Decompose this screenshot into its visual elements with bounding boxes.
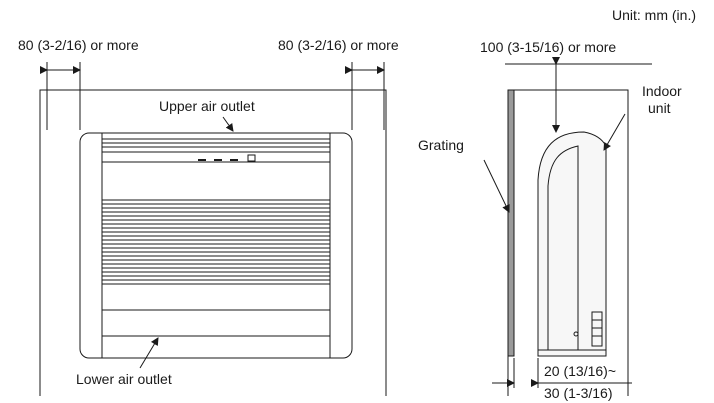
upper-outlet-louvres xyxy=(102,138,330,148)
front-unit-body xyxy=(79,132,353,359)
indoor-unit-label-line1: Indoor xyxy=(642,83,682,99)
front-grille-louvres xyxy=(102,199,330,285)
right-clearance-label: 80 (3-2/16) or more xyxy=(278,37,399,53)
lower-outlet-label: Lower air outlet xyxy=(76,371,172,387)
lower-outlet-leader xyxy=(139,337,159,369)
grating-leader xyxy=(483,159,510,213)
upper-outlet-leader xyxy=(222,116,234,132)
left-clearance-dimension xyxy=(40,62,81,130)
bottom-clearance-label-line2: 30 (1-3/16) xyxy=(544,385,612,401)
left-clearance-label: 80 (3-2/16) or more xyxy=(18,37,139,53)
unit-label: Unit: mm (in.) xyxy=(612,7,696,23)
bottom-clearance-dimension xyxy=(492,358,632,388)
bottom-clearance-label-line1: 20 (13/16)~ xyxy=(544,363,616,379)
front-view xyxy=(39,62,387,396)
side-front-panel-curve xyxy=(547,145,579,350)
side-view xyxy=(483,57,652,396)
right-clearance-dimension xyxy=(345,62,385,130)
indoor-unit-label-line2: unit xyxy=(648,100,671,116)
grating-label: Grating xyxy=(418,137,464,153)
top-clearance-label: 100 (3-15/16) or more xyxy=(480,39,616,55)
front-control-strip xyxy=(101,151,331,163)
indoor-unit-leader xyxy=(603,113,626,151)
side-service-detail xyxy=(573,311,603,347)
upper-outlet-label: Upper air outlet xyxy=(159,98,255,114)
front-recess-outline xyxy=(39,89,387,396)
receiver-window xyxy=(247,154,256,162)
grating-strip xyxy=(507,89,515,357)
